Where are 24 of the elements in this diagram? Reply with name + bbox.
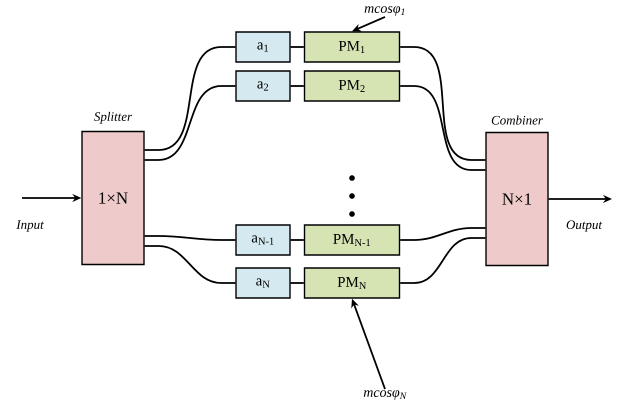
waveguide (144, 85, 236, 161)
waveguide (144, 245, 236, 284)
waveguide (144, 235, 236, 241)
waveguide (400, 237, 486, 284)
phase-modulator-box: PM$_{N-1}$ (304, 224, 400, 256)
amplitude-box: a$_{1}$ (235, 31, 291, 63)
phase-modulator-box: PM$_{2}$ (304, 70, 400, 102)
coupler-box: N×1 (485, 132, 549, 266)
component-label: Combiner (492, 116, 543, 125)
waveguide (400, 85, 486, 171)
phase-modulator-box: PM$_{N}$ (304, 267, 400, 299)
component-label: Splitter (94, 112, 132, 124)
port-label: Output (566, 220, 602, 232)
signal-label: mcosφ$_{N}$ (364, 390, 407, 400)
signal-label: mcosφ$_{1}$ (364, 6, 404, 16)
amplitude-box: a$_{N}$ (235, 267, 291, 299)
phase-modulator-box: PM$_{1}$ (304, 31, 400, 63)
coupler-box: 1×N (81, 130, 145, 266)
waveguide (400, 46, 486, 161)
amplitude-box: a$_{N-1}$ (235, 224, 291, 256)
waveguide (400, 227, 486, 241)
waveguide (144, 46, 236, 151)
port-label: Input (16, 220, 44, 232)
amplitude-box: a$_{2}$ (235, 70, 291, 102)
